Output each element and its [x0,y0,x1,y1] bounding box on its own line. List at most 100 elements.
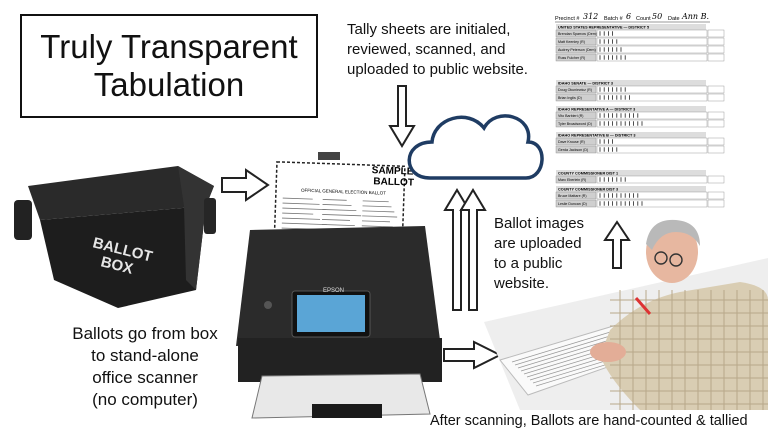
ballot-text-line [282,217,321,220]
ballot-box-lid [28,166,214,220]
tally-date-value: Ann B. [681,12,709,21]
tally-marks-cell [596,37,708,46]
tally-candidate-cell [555,119,597,128]
tally-total-cell [707,145,725,154]
tally-section-header-bg [556,106,706,112]
tally-candidate-name: Dave Krouse (R) [558,140,585,144]
caption-tally-line-3: uploaded to public website. [347,61,528,78]
caption-images-line-3: to a public [494,255,563,272]
tally-section-header-bg [556,24,706,30]
counter-hand [590,342,626,362]
tally-sheet: Precinct # 312 Batch # 6 Count 50 Date A… [550,6,762,220]
tally-candidate-cell [555,111,597,120]
tally-marks-cell [596,145,708,154]
hand-counting-photo [484,219,768,410]
tally-sheet-sections: UNITED STATES REPRESENTATIVE — DISTRICT … [555,24,725,208]
caption-images-line-4: website. [494,275,550,292]
tally-marks-cell [596,119,708,128]
ballot-text-line [282,202,320,205]
tally-total-cell [707,29,725,38]
tally-marks-cell [596,29,708,38]
tally-section-title: UNITED STATES REPRESENTATIVE — DISTRICT … [558,26,649,30]
ballot-text-line [361,220,390,223]
ballot-text-line [362,215,398,218]
ballot-text-line [282,212,314,215]
tally-total-cell [707,137,725,146]
tally-section-title: IDAHO SENATE — DISTRICT 3 [558,82,613,86]
scanner-illustration: SAMPLE BALLOT OFFICIAL GENERAL ELECTION … [236,152,442,419]
tally-section-title: IDAHO REPRESENTATIVE B — DISTRICT 3 [558,134,636,138]
caption-ballots-to-scanner: Ballots go from box to stand-alone offic… [40,323,250,411]
ballot-text-line [362,200,389,203]
ballot-text-line [282,207,327,210]
tally-candidate-name: Tyler Broadsword (D) [558,122,592,126]
caption-tally-sheets: Tally sheets are initialed, reviewed, sc… [347,20,547,80]
arrow-up-to-tally-sheet [603,220,631,269]
scanner-screen [297,295,365,332]
tally-candidate-cell [555,93,597,102]
tally-marks-cell [596,45,708,54]
tally-count-value: 50 [652,12,662,21]
caption-hand-counted: After scanning, Ballots are hand-counted… [430,413,748,429]
sample-ballot-label-1: SAMPLE [372,165,414,177]
tally-candidate-cell [555,45,597,54]
ballot-text-line [322,199,347,201]
ballot-text-line [321,219,351,221]
tally-section-header-bg [556,132,706,138]
title-line-2: Tabulation [93,66,245,103]
tally-candidate-name: Russ Fulcher (R) [558,56,585,60]
counter-hair [646,219,700,250]
counter-glasses [654,251,668,265]
tally-candidate-name: Marc Eberlein (R) [558,178,586,182]
tally-section-title: COUNTY COMMISSIONER DIST 1 [558,172,618,176]
ballot-text-line [282,197,313,200]
ballot-box-body [40,206,206,308]
tally-candidate-name: Bruce Mattare (R) [558,194,587,198]
caption-tally-line-1: Tally sheets are initialed, [347,21,511,38]
tally-marks-cell [596,191,708,200]
ballot-box-illustration: BALLOT BOX [14,166,216,308]
title-box: Truly Transparent Tabulation [20,14,318,118]
tally-marks-cell [596,137,708,146]
arrow-right-to-counting [443,340,503,370]
tally-marks-cell [596,199,708,208]
tally-candidate-name: Leslie Duncan (D) [558,202,587,206]
tally-marks-cell [596,85,708,94]
arrow-down-to-cloud [388,85,416,148]
ballot-text-line [322,209,357,212]
ballot-text-line [362,205,392,208]
ballot-text-line [362,210,395,213]
tally-candidate-cell [555,191,597,200]
tally-candidate-cell [555,145,597,154]
ballot-text-line [321,224,355,226]
ballot-text-line [322,214,362,217]
caption-box-line-2: to stand-alone [91,346,199,365]
scanner-brand: EPSON [323,288,344,294]
tally-total-cell [707,111,725,120]
tally-total-cell [707,175,725,184]
tally-candidate-name: Brian Inglis (D) [558,96,582,100]
tally-date-label: Date [668,16,680,22]
title-line-1: Truly Transparent [40,28,298,65]
ballot-text-line [361,225,393,228]
caption-box-line-1: Ballots go from box [72,324,218,343]
caption-tally-line-2: reviewed, scanned, and [347,41,506,58]
caption-images-line-1: Ballot images [494,215,585,232]
tally-total-cell [707,199,725,208]
tally-count-label: Count [636,16,651,22]
tally-marks-cell [596,111,708,120]
tally-marks-cell [596,53,708,62]
tally-candidate-cell [555,37,597,46]
tally-total-cell [707,45,725,54]
tally-total-cell [707,53,725,62]
tally-marks-cell [596,93,708,102]
tally-precinct-label: Precinct # [555,16,580,22]
arrow-right-to-scanner [221,168,270,202]
tally-candidate-name: Gerda Jackson (D) [558,148,588,152]
tally-precinct-value: 312 [583,12,598,21]
tally-section-header-bg [556,80,706,86]
tally-candidate-cell [555,29,597,38]
tally-section-header-bg [556,186,706,192]
tally-batch-label: Batch # [604,16,624,22]
